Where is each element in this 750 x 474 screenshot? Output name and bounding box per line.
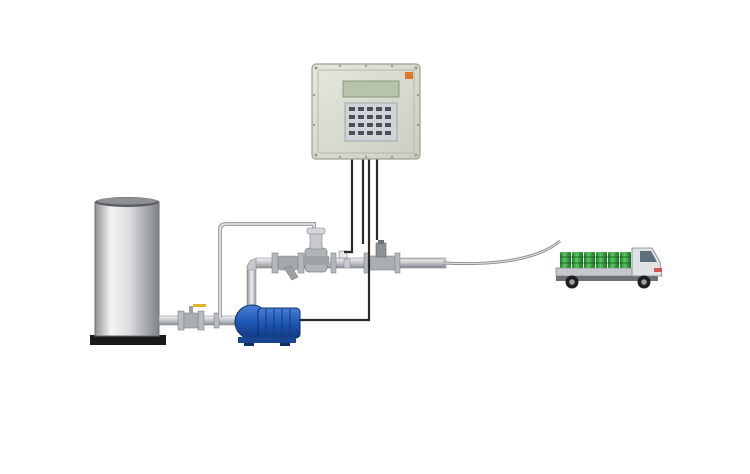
ex-badge-icon <box>405 72 413 79</box>
control-valve-icon <box>303 227 337 274</box>
storage-tank <box>90 197 166 345</box>
signal-wires <box>300 158 379 322</box>
lcd-display <box>342 80 400 98</box>
oil-drums <box>560 252 631 268</box>
batch-controller <box>311 63 421 160</box>
delivery-hose <box>399 239 561 268</box>
truck-wheels <box>565 275 651 289</box>
cabinet-bolts <box>312 64 420 159</box>
drum-truck <box>555 247 663 289</box>
return-line <box>218 222 316 318</box>
gate-valve-icon <box>177 304 220 331</box>
keypad-keys <box>349 107 391 135</box>
sensor-icon <box>338 250 351 269</box>
y-strainer-icon <box>271 252 305 281</box>
